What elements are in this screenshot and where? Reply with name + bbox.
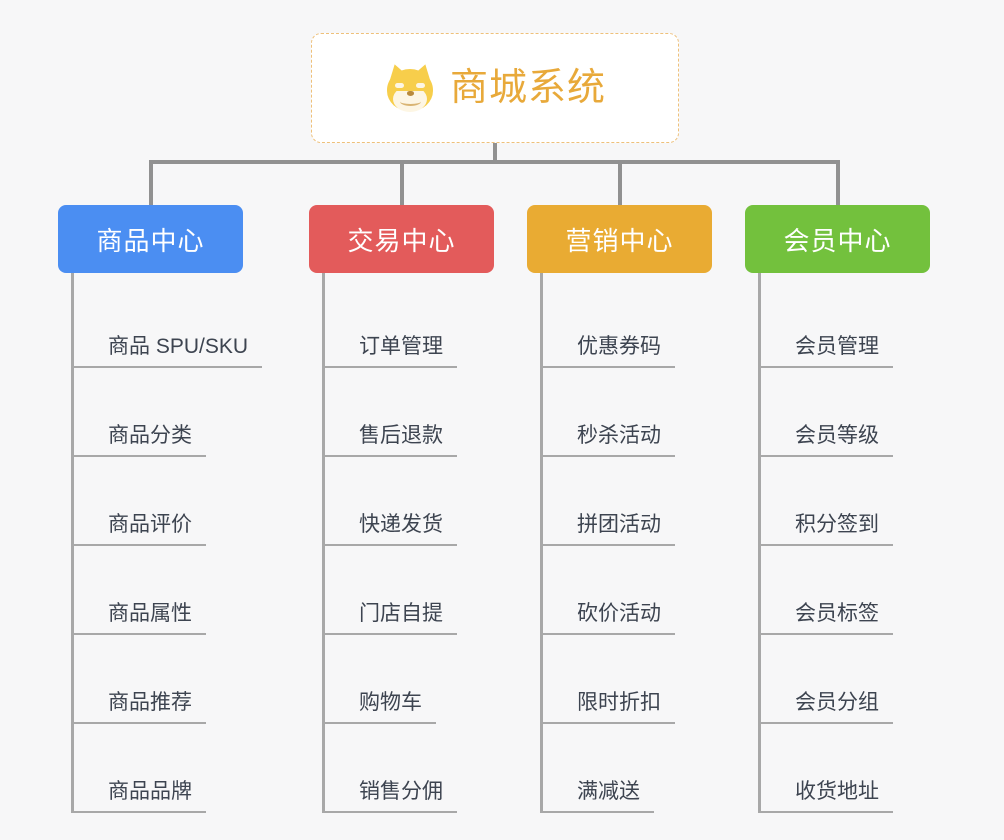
list-item[interactable]: 积分签到 bbox=[761, 457, 945, 546]
list-item[interactable]: 快递发货 bbox=[325, 457, 509, 546]
connector-drop-2 bbox=[400, 160, 404, 205]
category-header-member-center[interactable]: 会员中心 bbox=[745, 205, 930, 273]
leaf-label: 商品品牌 bbox=[74, 778, 206, 813]
list-item[interactable]: 销售分佣 bbox=[325, 724, 509, 813]
leaf-label: 商品评价 bbox=[74, 511, 206, 546]
dog-mouth-icon bbox=[399, 97, 421, 106]
list-item[interactable]: 会员标签 bbox=[761, 546, 945, 635]
list-item[interactable]: 购物车 bbox=[325, 635, 509, 724]
leaf-label: 会员分组 bbox=[761, 689, 893, 724]
list-item[interactable]: 限时折扣 bbox=[543, 635, 727, 724]
list-item[interactable]: 商品推荐 bbox=[74, 635, 288, 724]
list-item[interactable]: 收货地址 bbox=[761, 724, 945, 813]
leaf-label: 购物车 bbox=[325, 689, 436, 724]
leaf-stack-trade-center: 订单管理 售后退款 快递发货 门店自提 购物车 销售分佣 bbox=[322, 273, 509, 813]
leaf-label: 满减送 bbox=[543, 778, 654, 813]
dog-eye-left-icon bbox=[394, 83, 404, 88]
column-member-center: 会员中心 会员管理 会员等级 积分签到 会员标签 会员分组 收货地址 bbox=[745, 205, 945, 813]
root-node-mall-system[interactable]: 商城系统 bbox=[311, 33, 679, 143]
list-item[interactable]: 会员等级 bbox=[761, 368, 945, 457]
connector-bus bbox=[149, 160, 839, 164]
list-item[interactable]: 商品品牌 bbox=[74, 724, 288, 813]
list-item[interactable]: 会员管理 bbox=[761, 279, 945, 368]
list-item[interactable]: 商品分类 bbox=[74, 368, 288, 457]
shiba-inu-dog-face-icon bbox=[384, 61, 436, 114]
list-item[interactable]: 订单管理 bbox=[325, 279, 509, 368]
connector-drop-3 bbox=[618, 160, 622, 205]
category-header-trade-center[interactable]: 交易中心 bbox=[309, 205, 494, 273]
list-item[interactable]: 商品评价 bbox=[74, 457, 288, 546]
connector-drop-4 bbox=[836, 160, 840, 205]
root-title: 商城系统 bbox=[449, 67, 606, 109]
leaf-label: 售后退款 bbox=[325, 422, 457, 457]
connector-drop-1 bbox=[149, 160, 153, 205]
leaf-label: 限时折扣 bbox=[543, 689, 675, 724]
leaf-label: 收货地址 bbox=[761, 778, 893, 813]
leaf-label: 会员等级 bbox=[761, 422, 893, 457]
category-header-product-center[interactable]: 商品中心 bbox=[58, 205, 243, 273]
leaf-label: 会员标签 bbox=[761, 600, 893, 635]
list-item[interactable]: 满减送 bbox=[543, 724, 727, 813]
list-item[interactable]: 门店自提 bbox=[325, 546, 509, 635]
leaf-label: 优惠券码 bbox=[543, 333, 675, 368]
leaf-label: 商品分类 bbox=[74, 422, 206, 457]
leaf-label: 会员管理 bbox=[761, 333, 893, 368]
leaf-stack-product-center: 商品 SPU/SKU 商品分类 商品评价 商品属性 商品推荐 商品品牌 bbox=[71, 273, 288, 813]
list-item[interactable]: 砍价活动 bbox=[543, 546, 727, 635]
leaf-label: 拼团活动 bbox=[543, 511, 675, 546]
list-item[interactable]: 会员分组 bbox=[761, 635, 945, 724]
list-item[interactable]: 拼团活动 bbox=[543, 457, 727, 546]
dog-eye-right-icon bbox=[415, 83, 425, 88]
list-item[interactable]: 秒杀活动 bbox=[543, 368, 727, 457]
leaf-label: 商品推荐 bbox=[74, 689, 206, 724]
list-item[interactable]: 优惠券码 bbox=[543, 279, 727, 368]
leaf-label: 积分签到 bbox=[761, 511, 893, 546]
leaf-label: 订单管理 bbox=[325, 333, 457, 368]
leaf-label: 砍价活动 bbox=[543, 600, 675, 635]
leaf-stack-member-center: 会员管理 会员等级 积分签到 会员标签 会员分组 收货地址 bbox=[758, 273, 945, 813]
column-marketing-center: 营销中心 优惠券码 秒杀活动 拼团活动 砍价活动 限时折扣 满减送 bbox=[527, 205, 727, 813]
dog-nose-icon bbox=[406, 91, 414, 96]
column-trade-center: 交易中心 订单管理 售后退款 快递发货 门店自提 购物车 销售分佣 bbox=[309, 205, 509, 813]
connector-stem bbox=[493, 143, 497, 163]
list-item[interactable]: 商品属性 bbox=[74, 546, 288, 635]
leaf-stack-marketing-center: 优惠券码 秒杀活动 拼团活动 砍价活动 限时折扣 满减送 bbox=[540, 273, 727, 813]
leaf-label: 商品 SPU/SKU bbox=[74, 333, 263, 368]
list-item[interactable]: 售后退款 bbox=[325, 368, 509, 457]
column-product-center: 商品中心 商品 SPU/SKU 商品分类 商品评价 商品属性 商品推荐 商品品牌 bbox=[58, 205, 288, 813]
leaf-label: 秒杀活动 bbox=[543, 422, 675, 457]
leaf-label: 销售分佣 bbox=[325, 778, 457, 813]
leaf-label: 商品属性 bbox=[74, 600, 206, 635]
leaf-label: 门店自提 bbox=[325, 600, 457, 635]
category-header-marketing-center[interactable]: 营销中心 bbox=[527, 205, 712, 273]
dog-mask-icon bbox=[390, 81, 429, 91]
leaf-label: 快递发货 bbox=[325, 511, 457, 546]
list-item[interactable]: 商品 SPU/SKU bbox=[74, 279, 288, 368]
